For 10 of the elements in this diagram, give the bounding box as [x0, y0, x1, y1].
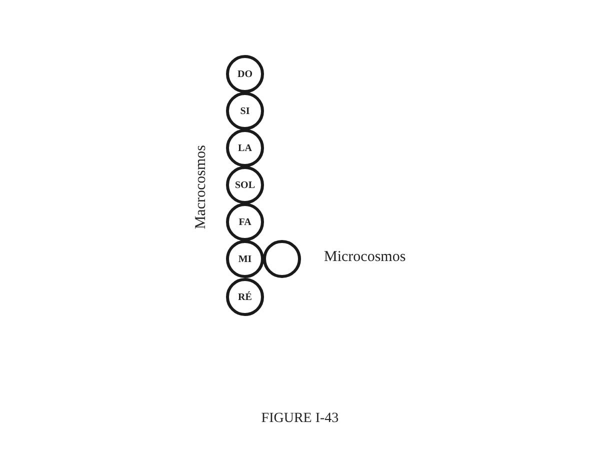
note-circle: RÉ	[226, 278, 264, 316]
note-circle: LA	[226, 129, 264, 167]
note-circle: SI	[226, 92, 264, 130]
figure-caption: FIGURE I-43	[260, 411, 340, 427]
note-circle: SOL	[226, 166, 264, 204]
note-circle: MI	[226, 240, 264, 278]
axis-label: Macrocosmos	[193, 145, 210, 230]
side-label: Microcosmos	[324, 249, 406, 266]
note-circle: FA	[226, 203, 264, 241]
note-circle: DO	[226, 55, 264, 93]
